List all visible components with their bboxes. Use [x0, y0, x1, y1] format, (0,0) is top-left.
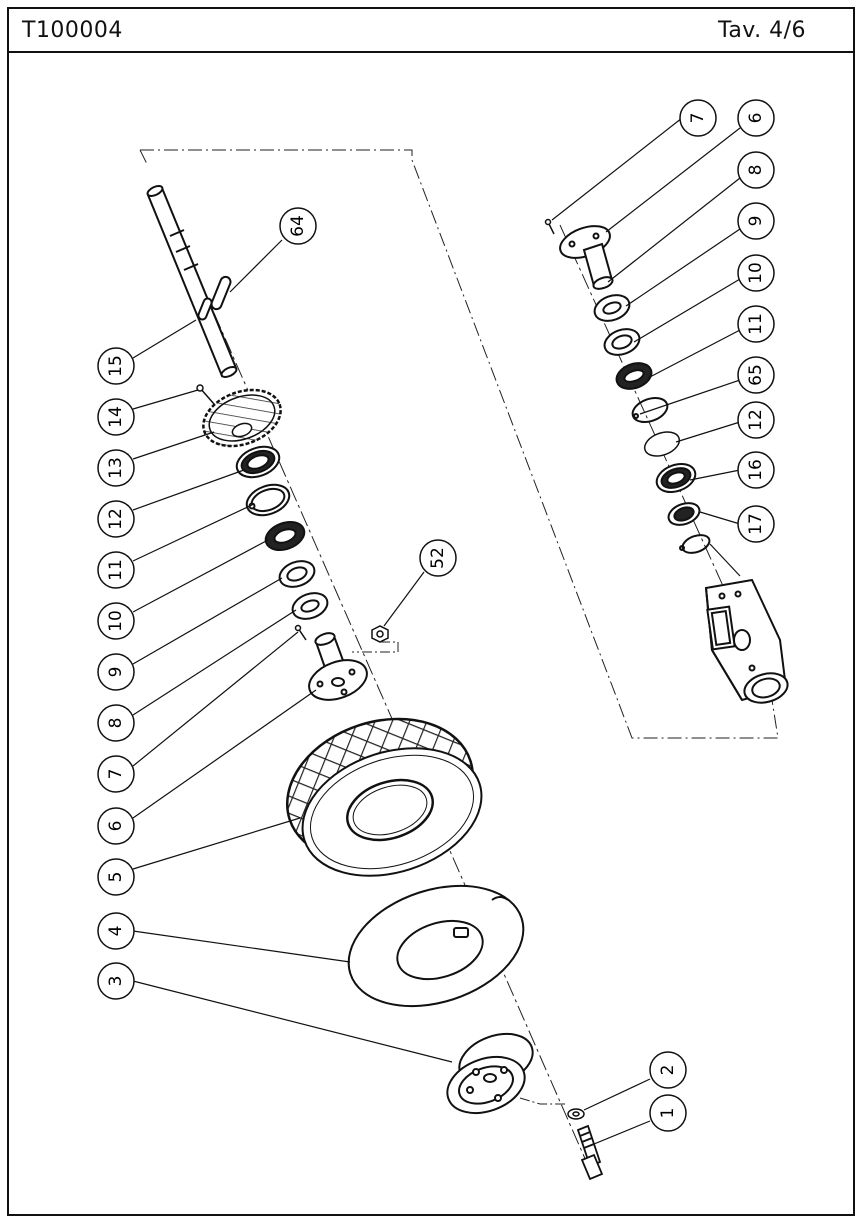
shim-washer	[643, 431, 681, 457]
oil-seal-right	[615, 362, 653, 390]
svg-text:11: 11	[106, 559, 126, 581]
svg-text:4: 4	[106, 926, 126, 937]
svg-text:12: 12	[106, 508, 126, 530]
drive-gear	[202, 388, 282, 448]
wheel-hub-left	[308, 632, 368, 701]
svg-text:2: 2	[658, 1065, 678, 1076]
callout-8-right: 8	[737, 151, 775, 189]
svg-text:10: 10	[746, 262, 766, 284]
svg-text:13: 13	[106, 457, 126, 479]
wheel-rim	[446, 1032, 534, 1115]
spacer-ring-right	[593, 294, 631, 322]
svg-text:15: 15	[106, 355, 126, 377]
callout-4: 4	[97, 912, 135, 950]
flat-washer	[567, 1108, 585, 1120]
thrust-washer-left	[278, 560, 316, 588]
callout-10-right: 10	[737, 254, 775, 292]
svg-text:11: 11	[746, 313, 766, 335]
oil-seal-left	[264, 520, 306, 552]
leader-lines	[132, 117, 741, 1145]
spring-pin-left	[294, 624, 307, 641]
assembly-boundary-left	[139, 149, 149, 167]
shaft-key	[210, 275, 232, 311]
circlip-right	[631, 396, 669, 424]
assembly-boundary-line	[140, 149, 779, 739]
callout-9: 9	[97, 653, 135, 691]
hex-nut	[371, 625, 389, 643]
wheel-hub-right	[559, 225, 614, 290]
drawing-code: T100004	[22, 17, 123, 43]
svg-text:16: 16	[746, 459, 766, 481]
title-block-frame	[7, 7, 855, 1216]
spring-pin-upper	[196, 384, 215, 405]
spring-pin-right	[544, 218, 555, 235]
callout-14: 14	[97, 398, 135, 436]
bearing-left	[235, 445, 281, 479]
svg-text:64: 64	[288, 215, 308, 237]
callout-16: 16	[737, 451, 775, 489]
hex-bolt	[576, 1124, 604, 1181]
svg-text:7: 7	[106, 769, 126, 780]
callout-52: 52	[419, 539, 457, 577]
callout-12-right: 12	[737, 401, 775, 439]
svg-text:10: 10	[106, 610, 126, 632]
callout-3: 3	[97, 962, 135, 1000]
callout-11-right: 11	[737, 305, 775, 343]
svg-text:7: 7	[688, 113, 708, 124]
inner-tube	[347, 884, 525, 1008]
table-reference: Tav. 4/6	[718, 17, 806, 43]
callout-64: 64	[279, 207, 317, 245]
svg-text:17: 17	[746, 513, 766, 535]
thrust-washer-right	[603, 328, 641, 356]
callout-17: 17	[737, 505, 775, 543]
svg-text:9: 9	[746, 216, 766, 227]
callout-1: 1	[649, 1094, 687, 1132]
callout-11: 11	[97, 551, 135, 589]
gearbox-housing	[704, 578, 789, 704]
spacer-ring-left	[291, 592, 329, 620]
svg-text:52: 52	[428, 547, 448, 569]
callout-12: 12	[97, 500, 135, 538]
callout-10: 10	[97, 602, 135, 640]
tyre	[285, 717, 483, 877]
callout-9-right: 9	[737, 202, 775, 240]
callout-8: 8	[97, 704, 135, 742]
circlip-left	[245, 483, 291, 517]
svg-text:6: 6	[746, 113, 766, 124]
callout-6-right: 6	[737, 99, 775, 137]
nut-leader-dash	[352, 641, 399, 653]
drive-shaft	[146, 185, 238, 378]
callout-2: 2	[649, 1051, 687, 1089]
callout-7: 7	[97, 755, 135, 793]
svg-text:65: 65	[746, 364, 766, 386]
callout-7-right: 7	[679, 99, 717, 137]
callout-13: 13	[97, 449, 135, 487]
svg-text:14: 14	[106, 406, 126, 428]
callout-15: 15	[97, 347, 135, 385]
svg-text:5: 5	[106, 872, 126, 883]
svg-text:3: 3	[106, 976, 126, 987]
snap-ring	[679, 534, 711, 554]
main-axis-centerline	[159, 189, 591, 1171]
svg-text:12: 12	[746, 409, 766, 431]
retaining-ring	[667, 502, 701, 526]
rim-leader-dash	[519, 1097, 565, 1105]
svg-text:1: 1	[658, 1108, 678, 1119]
callout-65: 65	[737, 356, 775, 394]
svg-text:8: 8	[106, 718, 126, 729]
callout-6: 6	[97, 807, 135, 845]
svg-text:6: 6	[106, 821, 126, 832]
svg-text:8: 8	[746, 165, 766, 176]
bearing-right	[655, 462, 697, 494]
callout-5: 5	[97, 858, 135, 896]
svg-text:9: 9	[106, 667, 126, 678]
